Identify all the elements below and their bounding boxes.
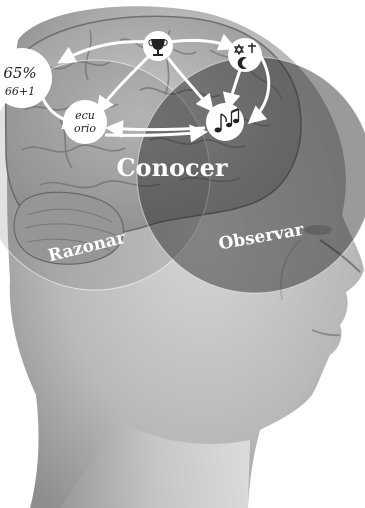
node-music — [206, 103, 244, 141]
center-label: Conocer — [116, 153, 227, 182]
node-math-line1: 65% — [3, 64, 36, 82]
node-religion — [228, 38, 262, 72]
node-trophy — [143, 31, 173, 61]
node-memory-line2: orio — [74, 122, 96, 135]
node-memory-line1: ecu — [75, 109, 95, 122]
node-math-line2: 66+1 — [5, 85, 35, 98]
node-memory: ecu orio — [63, 100, 107, 144]
